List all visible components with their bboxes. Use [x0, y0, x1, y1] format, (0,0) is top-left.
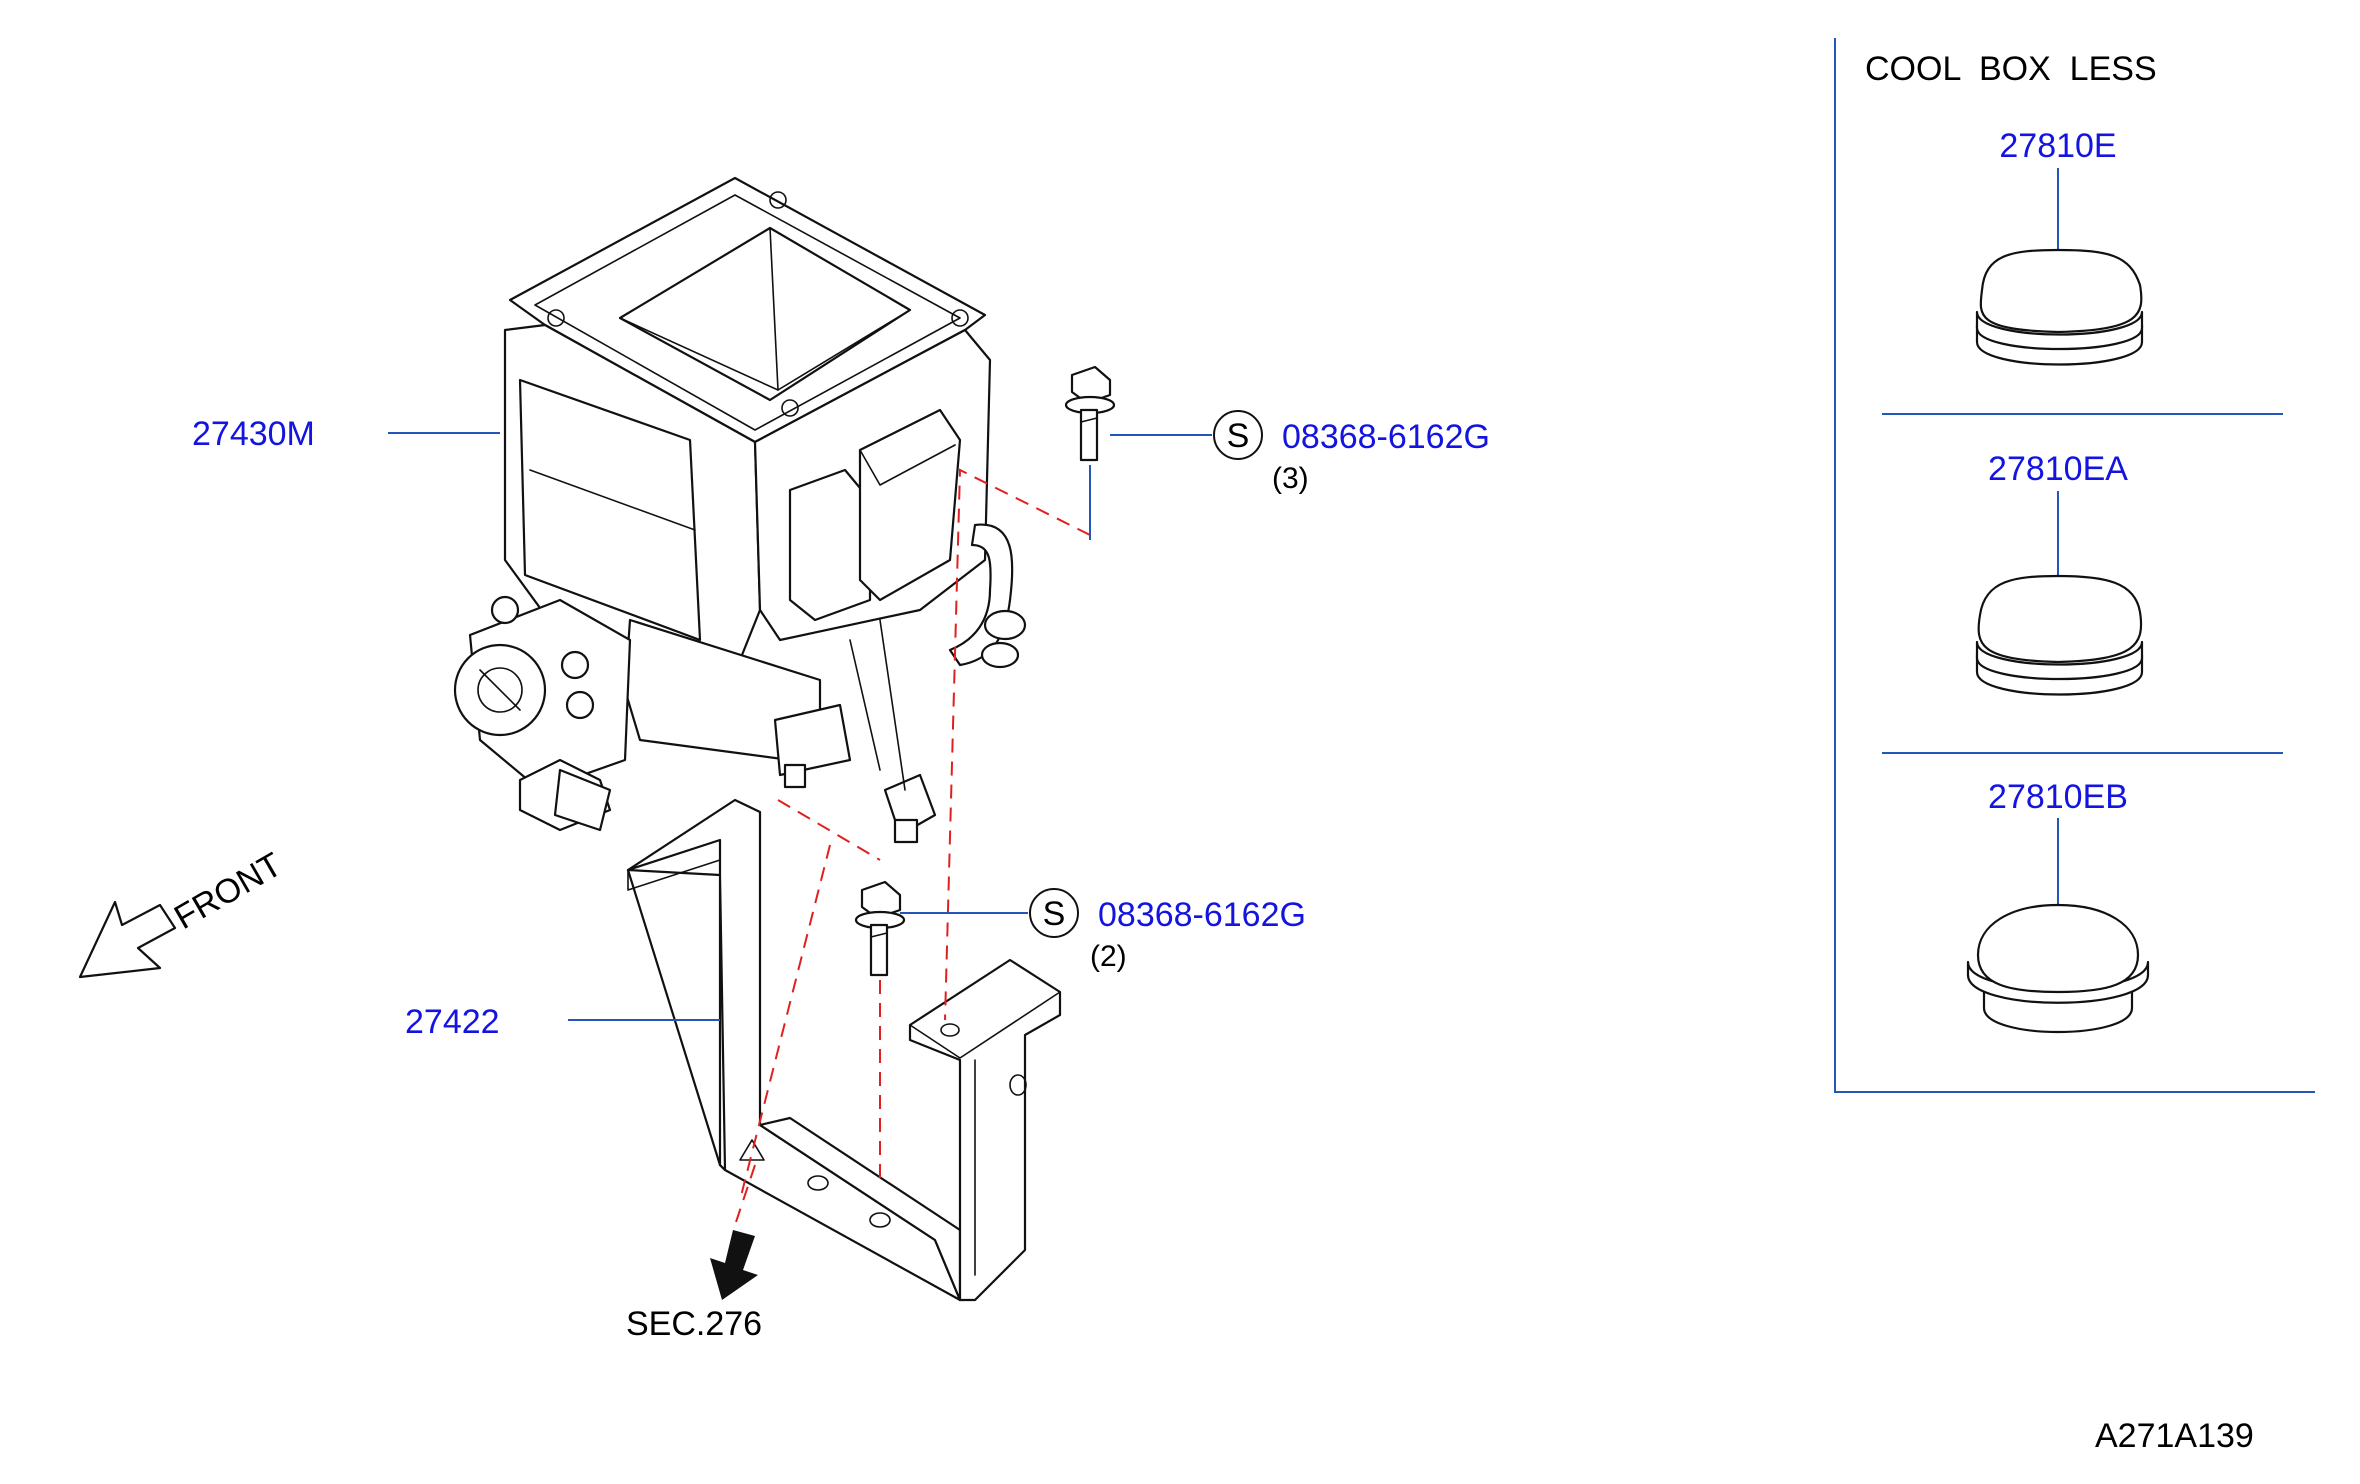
part-number-27422[interactable]: 27422: [405, 1003, 500, 1041]
cool-box-less-panel: [1834, 38, 2315, 1093]
diagram-id: A271A139: [2095, 1417, 2254, 1455]
assembly-guide-lines: [739, 465, 1091, 1201]
part-number-27810E[interactable]: 27810E: [1999, 127, 2116, 165]
bracket-illustration: [626, 798, 1062, 1302]
bolt-upper-quantity: (3): [1272, 462, 1309, 495]
section-reference-arrow: [710, 1230, 758, 1300]
part-number-bolt-lower[interactable]: 08368-6162G: [1098, 896, 1306, 934]
section-reference-guide: [734, 1164, 756, 1226]
section-reference-label[interactable]: SEC.276: [626, 1305, 762, 1343]
part-number-27430M[interactable]: 27430M: [192, 415, 315, 453]
standard-part-symbol-upper: [1213, 410, 1263, 460]
front-direction-arrow: [78, 900, 177, 979]
cap-27810EA-illustration: [1975, 574, 2144, 696]
bolt-lower-illustration: [854, 880, 906, 977]
part-number-bolt-upper[interactable]: 08368-6162G: [1282, 418, 1490, 456]
heater-unit-illustration: [453, 176, 1027, 844]
cap-27810EB-illustration: [1966, 903, 2150, 1033]
cap-27810E-illustration: [1975, 248, 2144, 366]
standard-part-symbol-lower: [1029, 888, 1079, 938]
standard-part-letter-upper: S: [1227, 417, 1250, 455]
front-direction-label: FRONT: [168, 845, 288, 936]
standard-part-letter-lower: S: [1043, 895, 1066, 933]
bolt-upper-illustration: [1064, 365, 1116, 462]
part-number-27810EB[interactable]: 27810EB: [1988, 778, 2128, 816]
bolt-lower-quantity: (2): [1090, 940, 1127, 973]
cool-box-less-title: COOL BOX LESS: [1865, 50, 2157, 88]
part-number-27810EA[interactable]: 27810EA: [1988, 450, 2128, 488]
